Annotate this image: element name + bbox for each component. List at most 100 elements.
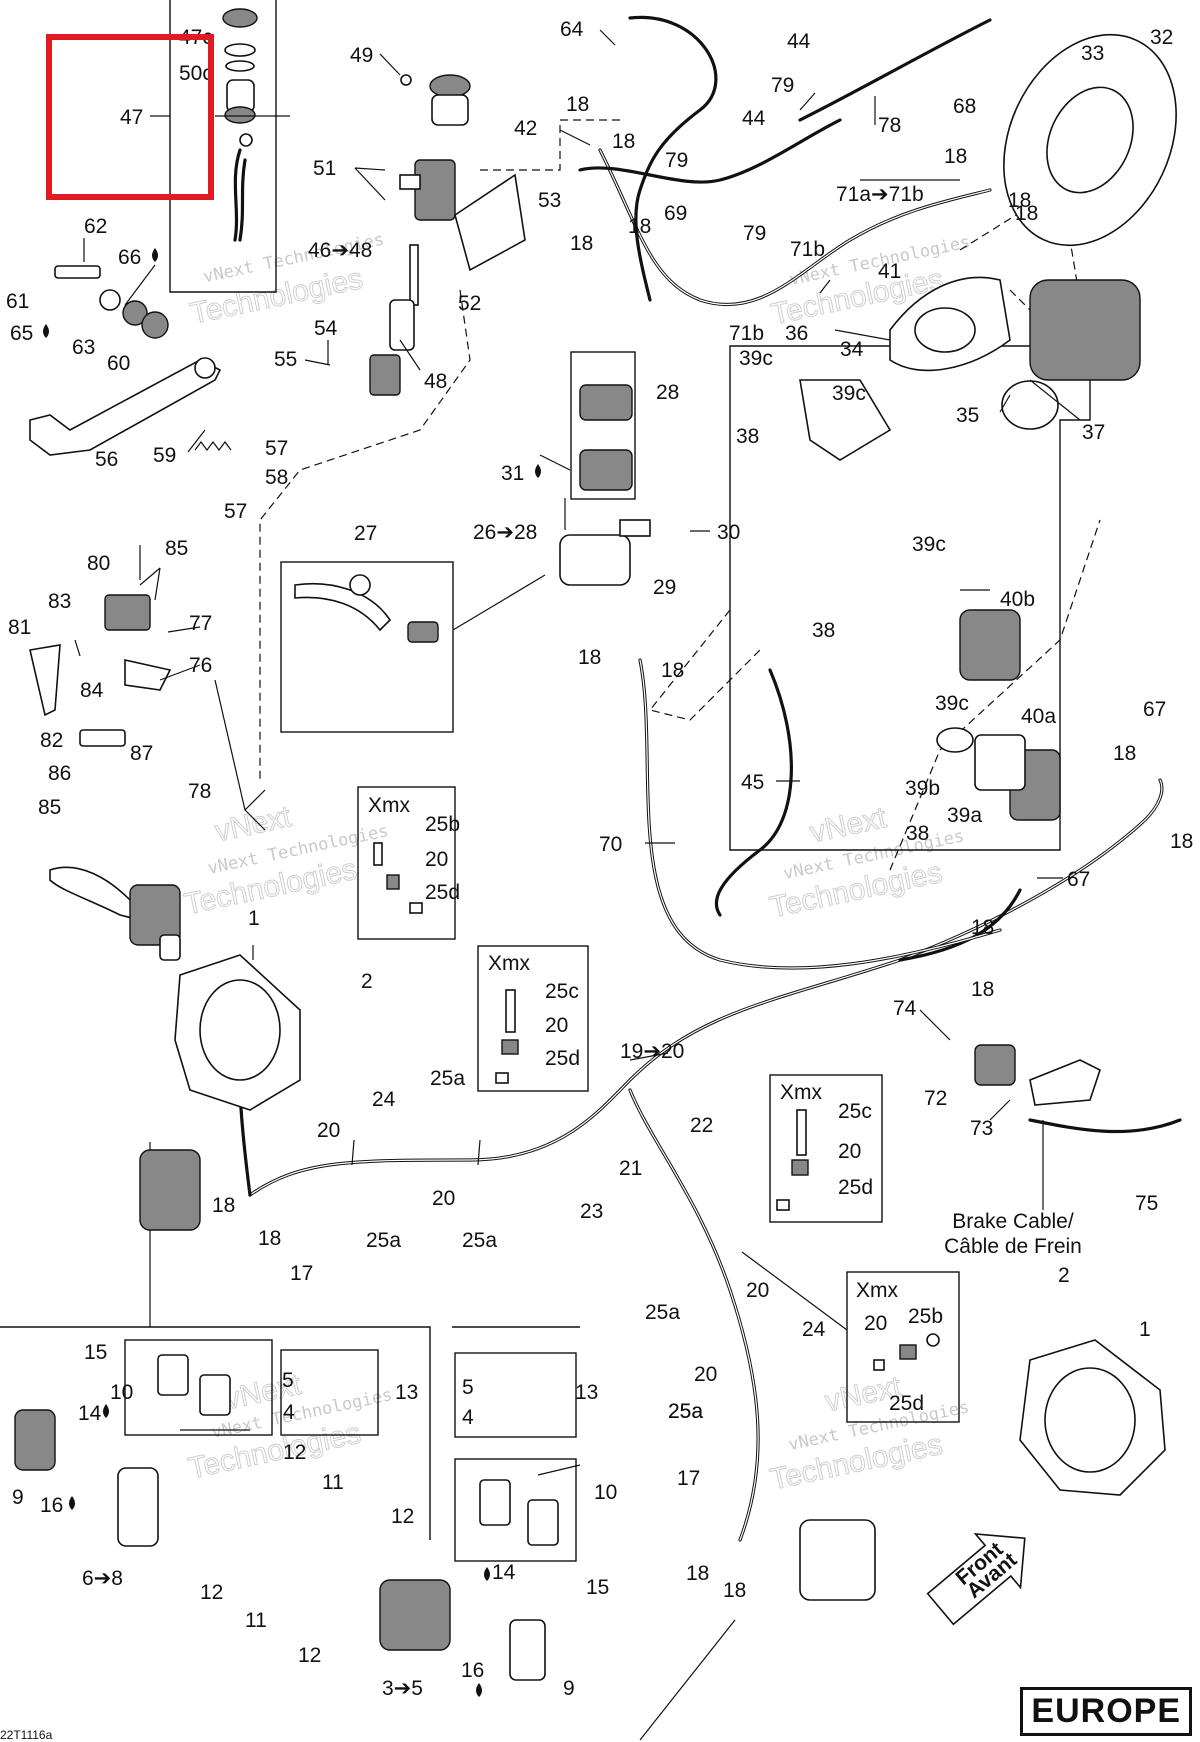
part-callout: 3➔5: [382, 1677, 423, 1700]
part-callout: 34: [840, 338, 864, 361]
part-callout: 23: [580, 1200, 603, 1223]
mounting-plate-left-icon: [174, 954, 301, 1111]
part-callout: 64: [560, 18, 584, 41]
part-callout: 47: [120, 106, 143, 129]
part-callout: 53: [538, 189, 561, 212]
part-callout: 77: [189, 612, 212, 635]
variant-box-title: Xmx: [780, 1081, 823, 1104]
variant-callout: 20: [864, 1312, 887, 1335]
part-callout: 72: [924, 1087, 947, 1110]
reservoir-detail-box: [169, 0, 277, 293]
routing-dashes: [259, 119, 1101, 871]
part-callout: 79: [665, 149, 688, 172]
part-callout: 79: [771, 74, 794, 97]
brake-cable-note: Brake Cable/ Câble de Frein: [928, 1209, 1098, 1259]
mounting-plate-right-icon: [1019, 1339, 1166, 1496]
brake-lines: [233, 15, 1164, 1542]
part-callout: 83: [48, 590, 71, 613]
part-callout: 36: [785, 322, 808, 345]
part-callout: 18: [566, 93, 589, 116]
part-callout: 76: [189, 654, 212, 677]
part-callout: 87: [130, 742, 153, 765]
droplet-icon: [43, 324, 49, 338]
part-callout: 31: [501, 462, 524, 485]
part-callout: 21: [619, 1157, 642, 1180]
part-callout: 18: [628, 215, 651, 238]
part-callout: 9: [563, 1677, 575, 1700]
variant-callout: 25d: [838, 1176, 873, 1199]
highlight-box: [46, 34, 214, 200]
watermark-text: vNext: [212, 800, 295, 848]
part-callout: 84: [80, 679, 104, 702]
part-callout: 6➔8: [82, 1567, 123, 1590]
droplet-icon: [484, 1567, 490, 1581]
pad-kit-box-right: [454, 1458, 577, 1562]
part-callout: 2: [361, 970, 373, 993]
part-callout: 55: [274, 348, 297, 371]
variant-callout: 25d: [425, 881, 460, 904]
watermark-text: vNext: [807, 801, 890, 849]
part-callout: 11: [322, 1471, 344, 1494]
bracket-icon: [29, 594, 172, 747]
rear-caliper-icon: [889, 276, 1141, 430]
part-callout: 20: [694, 1363, 717, 1386]
variant-callout: 25d: [545, 1047, 580, 1070]
part-callout: 20: [317, 1119, 340, 1142]
part-callout: 18: [661, 659, 684, 682]
part-callout: 37: [1082, 421, 1105, 444]
part-callout: 40a: [1021, 705, 1056, 728]
document-code: 22T1116a: [0, 1728, 53, 1742]
part-callout: 16: [40, 1494, 63, 1517]
part-callout: 15: [586, 1576, 609, 1599]
part-callout: 18: [570, 232, 593, 255]
droplet-icon: [152, 248, 158, 262]
brake-disc-icon: [1003, 33, 1177, 247]
part-callout: 75: [1135, 1192, 1158, 1215]
variant-box-title: Xmx: [368, 794, 411, 817]
part-callout: 17: [290, 1262, 313, 1285]
variant-box-4: Xmx 20 25b 25d: [846, 1271, 960, 1423]
part-callout: 25a: [668, 1400, 703, 1423]
part-callout: 24: [372, 1088, 396, 1111]
part-callout: 62: [84, 215, 107, 238]
droplet-icon: [476, 1683, 482, 1697]
part-callout: 18: [1113, 742, 1136, 765]
part-callout: 61: [6, 290, 29, 313]
part-callout: 58: [265, 466, 288, 489]
part-callout: 71b: [729, 322, 764, 345]
brake-fluid-reservoir-icon: [222, 8, 258, 242]
part-callout: 18: [971, 916, 994, 939]
part-callout: 82: [40, 729, 63, 752]
brake-cable-label-fr: Câble de Frein: [944, 1235, 1082, 1258]
part-callout: 27: [354, 522, 377, 545]
part-callout: 5: [282, 1369, 294, 1392]
part-callout: 20: [432, 1187, 455, 1210]
return-spring-icon: [194, 441, 232, 451]
part-callout: 4: [462, 1406, 474, 1429]
part-callout: 25a: [366, 1229, 401, 1252]
rear-master-cylinder-icon: [369, 74, 471, 396]
part-callout: 39a: [947, 804, 982, 827]
part-callout: 22: [690, 1114, 713, 1137]
droplet-icon: [103, 1404, 109, 1418]
part-callout: 39c: [739, 347, 773, 370]
part-callout: 45: [741, 771, 764, 794]
part-callout: 60: [107, 352, 130, 375]
part-callout: 56: [95, 448, 118, 471]
part-callout: 85: [165, 537, 188, 560]
part-callout: 18: [1015, 202, 1038, 225]
part-callout: 54: [314, 317, 338, 340]
part-callout: 30: [717, 521, 740, 544]
part-callout: 79: [743, 222, 766, 245]
callout-labels: 47c 50c 47 49 64 44 79 78 33 32 18 18 42…: [6, 18, 1193, 1700]
part-callout: 18: [258, 1227, 281, 1250]
part-callout: 25a: [430, 1067, 465, 1090]
part-callout: 39c: [912, 533, 946, 556]
part-callout: 17: [677, 1467, 700, 1490]
part-callout: 48: [424, 370, 447, 393]
front-master-cylinder-icon: [49, 866, 181, 961]
part-callout: 51: [313, 157, 336, 180]
brake-cable-label: Brake Cable/: [952, 1210, 1074, 1233]
